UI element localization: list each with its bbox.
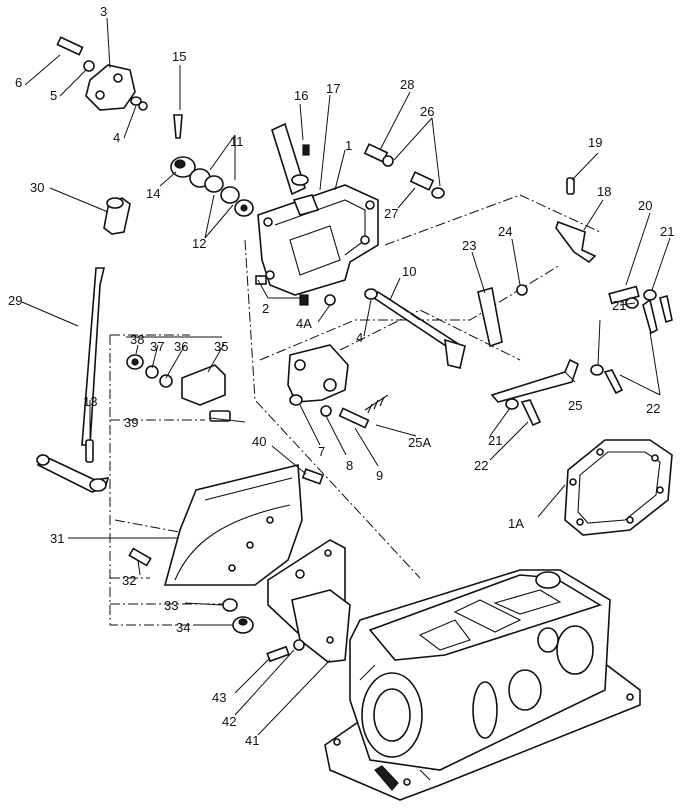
callout-4a: 4A — [296, 316, 312, 331]
callout-1a: 1A — [508, 516, 524, 531]
detent-bracket — [126, 354, 231, 422]
washers-cotters — [505, 289, 673, 427]
callout-39: 39 — [124, 415, 138, 430]
callout-2: 2 — [262, 301, 269, 316]
callout-35: 35 — [214, 339, 228, 354]
callout-13: 13 — [83, 394, 97, 409]
callout-16: 16 — [294, 88, 308, 103]
callout-22-lower: 22 — [474, 458, 488, 473]
callout-24: 24 — [498, 224, 512, 239]
callout-32: 32 — [122, 573, 136, 588]
callout-10: 10 — [402, 264, 416, 279]
callout-26: 26 — [420, 104, 434, 119]
callout-7: 7 — [318, 444, 325, 459]
callout-21-lower: 21 — [488, 433, 502, 448]
callout-38: 38 — [130, 332, 144, 347]
gate-plate — [267, 539, 351, 663]
callout-4-lower: 4 — [356, 330, 363, 345]
lever-knob — [103, 197, 131, 235]
shift-link — [490, 358, 579, 403]
callout-43: 43 — [212, 690, 226, 705]
leader-lines — [21, 17, 671, 736]
top-left-bracket — [56, 36, 148, 111]
callout-31: 31 — [50, 531, 64, 546]
callout-36: 36 — [174, 339, 188, 354]
callout-25a: 25A — [408, 435, 431, 450]
callout-22-right: 22 — [646, 401, 660, 416]
callout-21-middle: 21 — [612, 298, 626, 313]
callout-34: 34 — [176, 620, 190, 635]
callout-1: 1 — [345, 138, 352, 153]
shift-rod — [364, 288, 466, 369]
callout-6: 6 — [15, 75, 22, 90]
selector-rail — [271, 122, 310, 196]
callout-42: 42 — [222, 714, 236, 729]
callout-40: 40 — [252, 434, 266, 449]
bolts-upper — [363, 143, 445, 199]
callout-4-upper: 4 — [113, 130, 120, 145]
pin — [85, 439, 94, 463]
callout-29: 29 — [8, 293, 22, 308]
callout-5: 5 — [50, 88, 57, 103]
callout-9: 9 — [376, 468, 383, 483]
callout-14: 14 — [146, 186, 160, 201]
callout-30: 30 — [30, 180, 44, 195]
shift-cover — [257, 184, 379, 296]
callout-23: 23 — [462, 238, 476, 253]
gate-quadrant — [163, 463, 303, 586]
callout-28: 28 — [400, 77, 414, 92]
bushing-stack — [170, 156, 254, 217]
callout-18: 18 — [597, 184, 611, 199]
interlock-housing — [287, 344, 389, 429]
callout-11: 11 — [230, 134, 244, 149]
callout-25: 25 — [568, 398, 582, 413]
callout-27: 27 — [384, 206, 398, 221]
callout-3: 3 — [100, 4, 107, 19]
shift-lever — [36, 267, 110, 493]
lockout-parts — [555, 177, 640, 305]
shift-arm — [477, 284, 528, 348]
callout-33: 33 — [164, 598, 178, 613]
callout-41: 41 — [245, 733, 259, 748]
callout-37: 37 — [150, 339, 164, 354]
callout-labels: 1 1A 2 3 4 4 4A 5 6 7 8 9 10 11 12 13 14… — [8, 4, 674, 748]
cotter-pin — [173, 114, 183, 139]
transmission-housing — [324, 569, 641, 801]
callout-19: 19 — [588, 135, 602, 150]
callout-20: 20 — [638, 198, 652, 213]
callout-17: 17 — [326, 81, 340, 96]
callout-8: 8 — [346, 458, 353, 473]
callout-15: 15 — [172, 49, 186, 64]
gasket — [564, 439, 673, 536]
small-hardware — [255, 275, 336, 306]
callout-21-right: 21 — [660, 224, 674, 239]
callout-12: 12 — [192, 236, 206, 251]
